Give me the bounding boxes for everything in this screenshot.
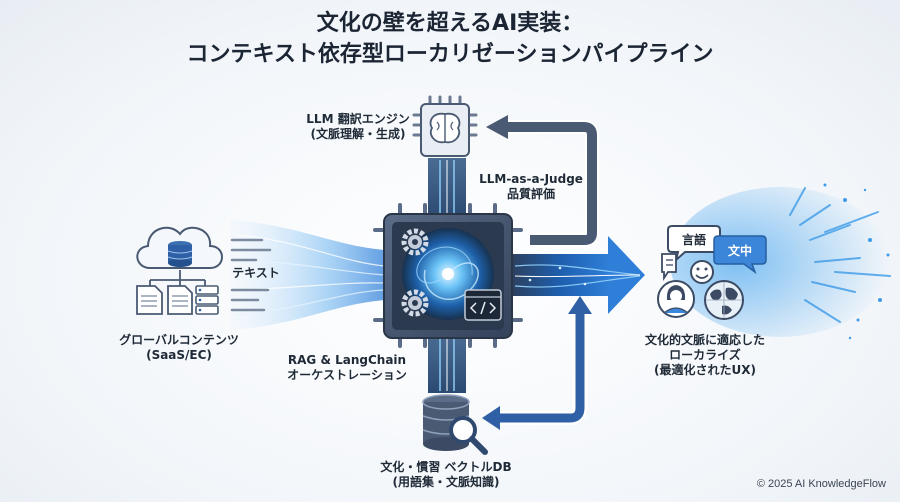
tree-connector (149, 270, 206, 286)
server-icon (195, 285, 219, 315)
speech-bubble-icon (661, 253, 677, 281)
document-icon (136, 285, 163, 315)
judge-label-line-1: LLM-as-a-Judge (479, 172, 583, 186)
copyright: © 2025 AI KnowledgeFlow (756, 478, 886, 490)
smiley-icon (690, 260, 714, 284)
title-line-2: コンテキスト依存型ローカリゼーションパイプライン (186, 42, 714, 67)
llm-label-line-2: (文脈理解・生成) (310, 127, 406, 141)
text-label: テキスト (232, 266, 280, 280)
bubble-text-2: 文中 (728, 243, 752, 258)
document-icon (167, 285, 193, 315)
source-label-line-1: グローバルコンテンツ (119, 333, 239, 347)
page-title: 文化の壁を超えるAI実装： コンテキスト依存型ローカリゼーションパイプライン (0, 8, 900, 70)
orchestrator-chip (373, 203, 523, 348)
source-label-line-2: (SaaS/EC) (146, 348, 212, 362)
gear-icon (401, 228, 429, 256)
output-label: 文化的文脈に適応した ローカライズ (最適化されたUX) (630, 333, 780, 378)
speech-bubble-icon: 言語 (667, 225, 721, 263)
db-label-line-1: 文化・慣習 ベクトルDB (380, 460, 512, 474)
llm-label-line-1: LLM 翻訳エンジン (306, 112, 410, 126)
magnifier-icon (449, 416, 488, 455)
output-arrow (510, 236, 645, 314)
source-label: グローバルコンテンツ (SaaS/EC) (104, 333, 254, 363)
person-icon (657, 280, 695, 318)
orchestration-label-line-2: オーケストレーション (287, 368, 407, 382)
llm-channel (428, 158, 466, 218)
bubble-text-1: 言語 (682, 232, 706, 247)
text-lines-icon (230, 238, 272, 312)
output-label-line-2: ローカライズ (669, 348, 741, 362)
db-channel (428, 335, 466, 393)
output-label-line-3: (最適化されたUX) (654, 363, 756, 377)
brain-chip-icon (412, 95, 478, 157)
database-icon (167, 241, 193, 267)
db-label-line-2: (用語集・文脈知識) (392, 475, 500, 489)
speech-bubble-icon: 文中 (713, 235, 767, 275)
gear-icon (401, 289, 429, 317)
judge-feedback-arrow (486, 115, 599, 247)
globe-icon (704, 280, 744, 320)
orchestration-label: RAG & LangChain オーケストレーション (282, 353, 412, 383)
input-flow (230, 220, 386, 330)
db-label: 文化・慣習 ベクトルDB (用語集・文脈知識) (376, 460, 516, 490)
code-window-icon (464, 289, 502, 321)
orchestration-label-line-1: RAG & LangChain (287, 353, 407, 367)
title-line-1: 文化の壁を超えるAI実装： (316, 11, 584, 36)
judge-label: LLM-as-a-Judge 品質評価 (476, 172, 586, 202)
db-feedback-arrow (482, 296, 592, 430)
judge-label-line-2: 品質評価 (506, 187, 555, 201)
output-label-line-1: 文化的文脈に適応した (644, 333, 765, 347)
llm-engine-label: LLM 翻訳エンジン (文脈理解・生成) (298, 112, 418, 142)
